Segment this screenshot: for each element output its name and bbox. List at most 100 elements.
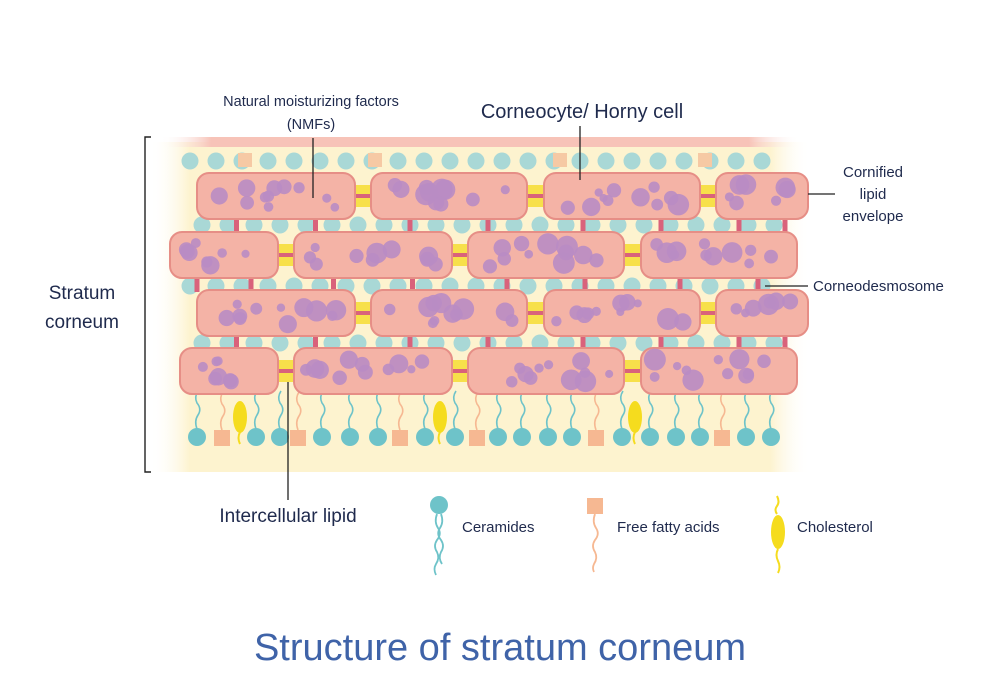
legend-free-fatty-acid-icon xyxy=(587,498,603,573)
corneodesmosome xyxy=(194,276,200,292)
legend-cholesterol-icon xyxy=(771,495,785,574)
ceramide-head xyxy=(427,216,445,234)
fatty-acid-head xyxy=(238,153,252,167)
nmf-granule xyxy=(322,193,332,203)
nmf-granule xyxy=(738,367,755,384)
fatty-acid-head xyxy=(698,153,712,167)
nmf-granule xyxy=(218,309,235,327)
nmf-granule xyxy=(612,294,630,312)
nmf-granule xyxy=(656,242,678,264)
ceramide-head xyxy=(271,216,289,234)
ceramide-tail xyxy=(619,390,626,430)
ceramide-head xyxy=(416,428,434,446)
cholesterol-molecule xyxy=(433,401,447,433)
nmf-granule xyxy=(741,308,750,318)
cholesterol-tail xyxy=(237,431,241,445)
nmf-granule xyxy=(250,302,263,315)
ceramide-head xyxy=(363,277,381,295)
cholesterol-molecule xyxy=(628,401,642,433)
fatty-acid-head xyxy=(368,153,382,167)
nmf-label-line2: (NMFs) xyxy=(287,117,335,133)
ceramide-tail xyxy=(277,390,284,430)
nmf-granule xyxy=(339,350,358,369)
nmf-granule xyxy=(591,306,601,316)
ceramide-head xyxy=(609,216,627,234)
nmf-granule xyxy=(266,180,283,197)
corneodesmosome xyxy=(677,276,683,292)
ceramide-head xyxy=(259,152,277,170)
stratum-corneum-bracket xyxy=(144,136,151,473)
ceramide-head xyxy=(311,152,329,170)
nmf-granule xyxy=(197,361,208,372)
legend-ceramides-label: Ceramides xyxy=(462,519,535,536)
corneodesmosome xyxy=(450,369,470,373)
nmf-granule xyxy=(497,252,511,266)
corneodesmosome xyxy=(525,194,546,198)
nmf-granule xyxy=(556,235,578,258)
corneodesmosome xyxy=(313,334,318,350)
nmf-granule xyxy=(276,303,286,312)
nmf-granule xyxy=(300,363,312,376)
corneodesmosome xyxy=(782,334,788,350)
nmf-granule xyxy=(649,371,660,382)
nmf-granule xyxy=(427,318,438,329)
ceramide-tail xyxy=(375,390,382,430)
corneodesmosome xyxy=(622,253,643,257)
corneodesmosome xyxy=(485,217,491,234)
nmf-granule xyxy=(534,363,544,373)
corneocyte-cell xyxy=(293,347,453,395)
cholesterol-molecule xyxy=(233,401,247,433)
nmf-granule xyxy=(582,197,601,217)
ceramide-head xyxy=(641,428,659,446)
corneodesmosome xyxy=(580,334,586,350)
cholesterol-tail xyxy=(632,431,636,445)
ceramide-tail xyxy=(647,390,654,430)
ceramide-head xyxy=(453,334,471,352)
corneodesmosome xyxy=(698,194,718,198)
nmf-granule xyxy=(303,251,317,264)
nmf-granule xyxy=(648,181,660,193)
ceramide-head xyxy=(765,216,783,234)
ceramide-tail xyxy=(519,390,526,430)
corneodesmosome xyxy=(234,217,239,234)
corneodesmosome xyxy=(525,311,546,315)
legend-free-fatty-acids-label: Free fatty acids xyxy=(617,519,720,536)
nmf-granule xyxy=(745,244,757,256)
nmf-granule xyxy=(293,182,305,194)
corneodesmosome xyxy=(353,194,373,198)
nmf-granule xyxy=(332,370,347,386)
ceramide-head xyxy=(635,216,653,234)
nmf-granule xyxy=(770,195,782,206)
fatty-acid-head xyxy=(392,430,408,446)
ceramide-head xyxy=(739,216,757,234)
nmf-granule xyxy=(513,235,530,252)
corneodesmosome xyxy=(622,369,643,373)
ceramide-head xyxy=(737,428,755,446)
nmf-granule xyxy=(259,191,271,203)
corneodesmosome xyxy=(582,276,588,292)
corneodesmosomes xyxy=(194,185,788,382)
corneocyte-cell xyxy=(179,347,279,395)
nmf-granule xyxy=(576,307,593,324)
ceramide-head xyxy=(181,152,199,170)
corneodesmosome xyxy=(504,276,510,292)
ceramide-head xyxy=(713,216,731,234)
fatty-acid-tail xyxy=(219,391,226,431)
nmf-granule xyxy=(767,292,785,311)
ceramide-head xyxy=(701,277,719,295)
nmf-granule xyxy=(698,238,711,250)
nmf-granule xyxy=(663,190,679,206)
nmf-granule xyxy=(180,244,198,262)
nmf-granule xyxy=(407,365,416,374)
ceramide-tail xyxy=(569,390,576,430)
nmf-granule xyxy=(722,368,734,380)
cholesterol-tail xyxy=(437,431,441,445)
nmf-granule xyxy=(278,315,297,334)
ceramide-head xyxy=(661,216,679,234)
nmf-granule xyxy=(327,310,338,321)
ceramide-head xyxy=(375,216,393,234)
ceramide-head xyxy=(389,152,407,170)
fatty-acid-tail xyxy=(474,391,481,431)
nmf-granule xyxy=(211,356,222,367)
